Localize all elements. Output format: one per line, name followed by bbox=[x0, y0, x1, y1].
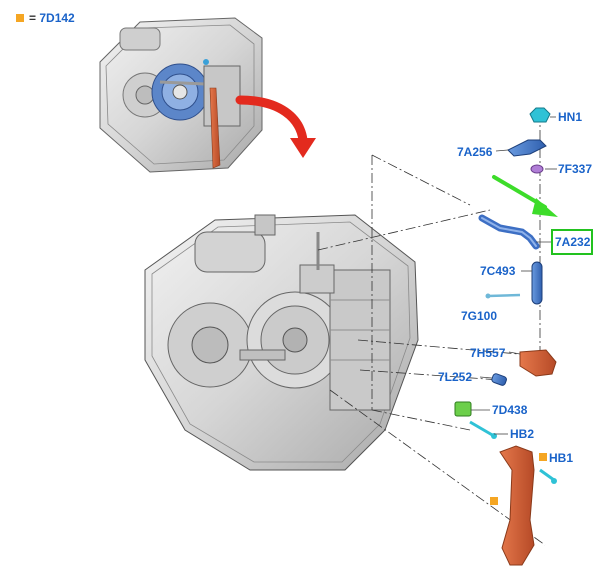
part-7h557 bbox=[519, 349, 557, 377]
label-7g100: 7G100 bbox=[461, 309, 497, 323]
part-hb2 bbox=[469, 420, 497, 439]
down-arrow-red-icon bbox=[235, 95, 316, 158]
label-7c493: 7C493 bbox=[480, 264, 516, 278]
part-7a256 bbox=[507, 139, 547, 157]
transmission-overview bbox=[99, 17, 263, 173]
label-hb2: HB2 bbox=[510, 427, 534, 441]
legend-part: 7D142 bbox=[39, 11, 75, 25]
label-7l252: 7L252 bbox=[438, 370, 472, 384]
label-7f337: 7F337 bbox=[558, 162, 592, 176]
labels: HN1 7A256 7F337 7A232 7C493 7G100 7H557 … bbox=[438, 110, 592, 465]
orange-marker-part bbox=[490, 497, 498, 505]
label-7a256: 7A256 bbox=[457, 145, 493, 159]
legend: = 7D142 bbox=[29, 11, 75, 25]
label-7d438: 7D438 bbox=[492, 403, 528, 417]
label-7h557: 7H557 bbox=[470, 346, 506, 360]
label-7a232: 7A232 bbox=[555, 235, 591, 249]
legend-equals: = bbox=[29, 11, 37, 25]
label-leaders bbox=[471, 116, 557, 435]
part-hb1 bbox=[539, 468, 557, 484]
part-7f337 bbox=[530, 164, 544, 174]
label-hn1: HN1 bbox=[558, 110, 582, 124]
part-hn1 bbox=[529, 107, 551, 123]
part-7a232 bbox=[478, 214, 540, 250]
highlight-box-7a232 bbox=[551, 229, 593, 255]
orange-marker-hb1 bbox=[539, 453, 547, 461]
label-hb1: HB1 bbox=[549, 451, 573, 465]
part-7d142 bbox=[499, 445, 535, 566]
part-7g100 bbox=[485, 293, 521, 299]
part-7l252 bbox=[491, 373, 507, 386]
transmission-main bbox=[144, 214, 419, 471]
pointer-arrow-green-icon bbox=[492, 175, 558, 217]
part-7d438 bbox=[454, 401, 472, 417]
leader-lines bbox=[317, 112, 546, 546]
legend-square-icon bbox=[16, 14, 24, 22]
part-7c493 bbox=[531, 261, 543, 305]
